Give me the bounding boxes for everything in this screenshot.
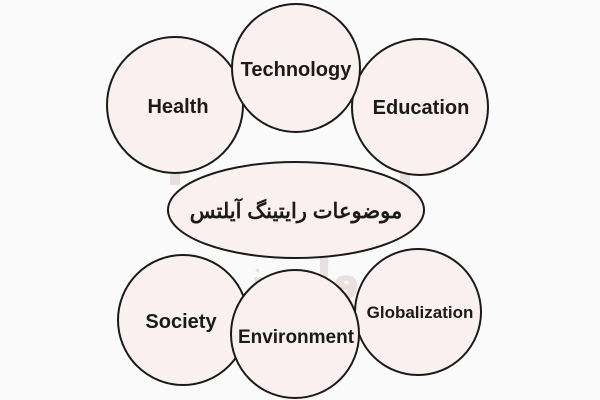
topic-environment: Environment <box>230 269 360 399</box>
center-topic: موضوعات رایتینگ آیلتس <box>167 161 425 259</box>
topic-technology-circle <box>231 3 361 133</box>
topic-technology-label: Technology <box>241 59 353 81</box>
topic-society: Society <box>117 254 249 386</box>
topic-health: Health <box>106 36 244 174</box>
topic-technology: Technology <box>231 3 361 133</box>
topic-environment-circle <box>230 269 360 399</box>
topic-society-label: Society <box>145 311 217 333</box>
topic-globalization: Globalization <box>354 248 482 376</box>
topic-globalization-label: Globalization <box>367 303 474 322</box>
topic-education: Education <box>351 38 489 176</box>
topic-education-circle <box>351 38 489 176</box>
topic-health-label: Health <box>147 96 208 118</box>
topic-environment-label: Environment <box>238 327 355 348</box>
center-topic-label: موضوعات رایتینگ آیلتس <box>190 197 403 224</box>
center-topic-ellipse <box>167 161 425 259</box>
topic-education-label: Education <box>373 97 470 119</box>
